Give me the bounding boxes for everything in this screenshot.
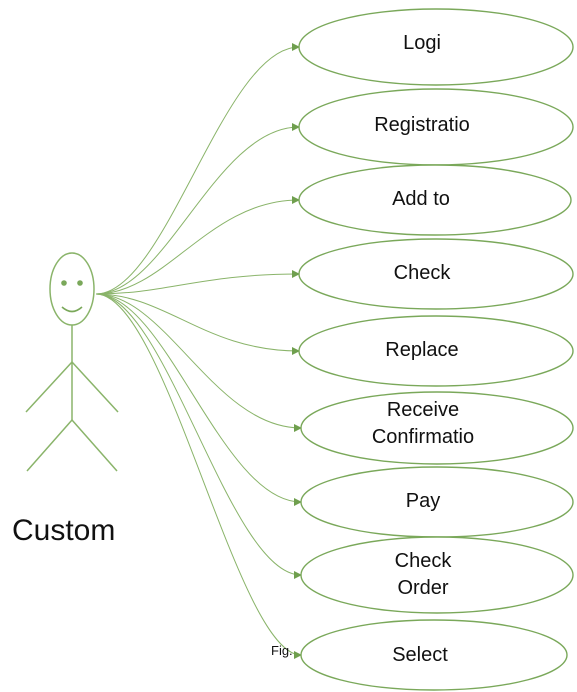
use-case-ellipse xyxy=(298,8,574,86)
use-case-label: Add to xyxy=(392,188,450,210)
use-case-label: Select xyxy=(392,644,448,666)
association-line xyxy=(95,123,300,295)
actor-leg-right xyxy=(71,419,118,472)
use-case-label: Order xyxy=(397,577,448,599)
actor-head xyxy=(49,252,95,326)
use-case-label: Registratio xyxy=(374,114,470,136)
use-case-label: Receive xyxy=(387,399,459,421)
actor-arm-left xyxy=(25,361,73,413)
use-case: Pay xyxy=(300,466,574,538)
actor-mouth xyxy=(61,306,83,313)
use-case-label: Pay xyxy=(406,490,440,512)
use-case-label: Replace xyxy=(385,339,458,361)
actor-eye-right xyxy=(77,280,83,286)
use-case-ellipse xyxy=(300,536,574,614)
association-line xyxy=(95,196,300,295)
use-case-ellipse xyxy=(298,238,574,310)
association-line xyxy=(95,293,302,506)
actor-leg-left xyxy=(26,419,73,472)
use-case-label: Confirmatio xyxy=(372,426,474,448)
use-case: Check xyxy=(298,238,574,310)
associations xyxy=(95,43,302,659)
use-case-label: Check xyxy=(394,262,452,284)
use-case: Logi xyxy=(298,8,574,86)
use-case-ellipse xyxy=(300,391,574,465)
use-case-label: Check xyxy=(395,550,453,572)
use-case: Replace xyxy=(298,315,574,387)
fig-label: Fig. xyxy=(271,643,293,658)
association-line xyxy=(95,293,302,432)
use-case-ellipse xyxy=(298,164,572,236)
association-line xyxy=(95,293,302,659)
actor-label: Custom xyxy=(12,514,115,547)
actor-arm-right xyxy=(71,361,119,413)
use-case: Select xyxy=(300,619,568,691)
use-case-label: Logi xyxy=(403,32,441,54)
association-line xyxy=(95,293,302,579)
association-line xyxy=(95,293,300,355)
use-case-ellipse xyxy=(298,315,574,387)
use-case-ellipse xyxy=(300,619,568,691)
actor xyxy=(25,252,119,472)
association-line xyxy=(95,270,300,295)
actor-eye-left xyxy=(61,280,67,286)
association-line xyxy=(95,43,300,295)
use-case: Registratio xyxy=(298,88,574,166)
use-case: Add to xyxy=(298,164,572,236)
